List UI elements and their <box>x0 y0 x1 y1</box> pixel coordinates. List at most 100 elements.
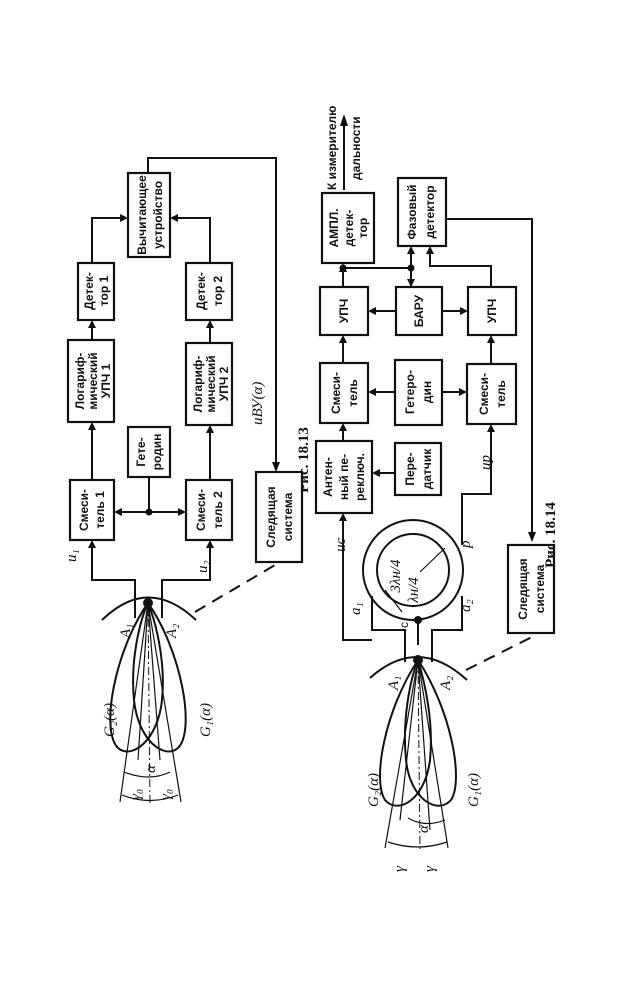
arrow-head <box>206 320 214 328</box>
antenna-switch-block: Антен- ный пе- реключ. <box>314 439 374 515</box>
logif1-label-3: УПЧ 1 <box>99 363 113 398</box>
tracking14-label-1: Следящая <box>516 558 530 619</box>
ring-inner <box>376 533 450 607</box>
wire <box>461 428 492 545</box>
a2-label: a₂ <box>458 599 474 612</box>
logif2-label-3: УПЧ 2 <box>217 366 231 401</box>
det1-label-1: Детек- <box>82 272 96 310</box>
edge-line <box>119 602 149 803</box>
lo14-label-2: дин <box>420 381 434 403</box>
arrow-head <box>120 214 128 222</box>
arrow-head <box>407 246 415 254</box>
figure-caption-14: Рис. 18.14 <box>543 502 559 568</box>
beam-line-14 <box>417 659 431 831</box>
subtractor-label-1: Вычитающее <box>135 175 149 255</box>
G1-label: G₁(α) <box>198 703 214 737</box>
tracking-label-2: система <box>281 492 295 541</box>
wire <box>174 217 211 263</box>
arrow-head <box>339 423 347 431</box>
tx-label-1: Пере- <box>403 452 417 485</box>
phase-detector-block: Фазовый детектор <box>396 176 448 248</box>
arrow-head <box>114 508 122 516</box>
mixer2-label-1: Смеси- <box>194 489 208 531</box>
arrow-head <box>368 388 376 396</box>
logif1-label-2: мический <box>86 352 100 409</box>
det2-label-1: Детек- <box>194 272 208 310</box>
gamma0-right-label: γ₀ <box>158 789 174 800</box>
arrow-head <box>88 540 96 548</box>
mixertop-label-1: Смеси- <box>329 372 343 414</box>
phasedet-label-1: Фазовый <box>405 184 419 239</box>
mixer-top-block: Смеси- тель <box>318 361 370 425</box>
arrow-head <box>88 422 96 430</box>
ampdet-label-2: детек- <box>342 210 356 247</box>
log-if-2-block: Логариф- мический УПЧ 2 <box>184 341 234 427</box>
junction-dot <box>339 264 347 272</box>
mechanical-link <box>465 636 533 671</box>
beam-line <box>147 602 161 761</box>
arrow-head <box>339 513 347 521</box>
ampdet-label-3: тор <box>356 218 370 238</box>
up-label: uр <box>478 455 494 471</box>
beam-line <box>137 602 149 761</box>
if-amp-bottom-block: УПЧ <box>466 285 518 337</box>
amplitude-detector-block: АМПЛ. детек- тор <box>320 191 376 265</box>
junction-dot <box>145 508 153 516</box>
logif1-label-1: Логариф- <box>73 353 87 410</box>
det2-label-2: тор 2 <box>211 275 225 306</box>
u-vu-label: uВУ(α) <box>250 382 266 425</box>
mixer2-label-2: тель 2 <box>211 491 225 529</box>
arrow-head <box>487 335 495 343</box>
phasedet-label-2: детектор <box>423 185 437 238</box>
alpha-label: α <box>143 764 159 773</box>
ampdet-label-1: АМПЛ. <box>327 208 341 247</box>
arrow-head <box>206 540 214 548</box>
edge-line <box>147 602 182 803</box>
antsw-label-3: реключ. <box>353 453 367 501</box>
u1-label: u₁ <box>64 549 80 562</box>
dim-arrow <box>419 547 446 573</box>
mixer-2-block: Смеси- тель 2 <box>184 478 234 542</box>
alpha-label-14: α <box>416 824 432 833</box>
arrow-head <box>459 388 467 396</box>
tracking-label-1: Следящая <box>264 486 278 547</box>
mixerbot-label-1: Смеси- <box>477 373 491 415</box>
u2-label: u₂ <box>195 560 211 573</box>
wire <box>431 596 463 662</box>
arrow-head <box>88 320 96 328</box>
feedback-line <box>147 157 277 470</box>
transmitter-block: Пере- датчик <box>393 441 443 497</box>
arrow-head <box>460 307 468 315</box>
tracking-system-block: Следящая система <box>254 470 304 564</box>
arrow-head <box>528 532 536 542</box>
arrow-head <box>178 508 186 516</box>
p-label: p <box>458 540 474 549</box>
reflector-arc <box>101 596 197 621</box>
tracking14-label-2: система <box>533 564 547 613</box>
agc-label: БАРУ <box>412 294 426 327</box>
to-range-label-1: К измерителю <box>325 106 339 190</box>
logif2-label-1: Логариф- <box>191 356 205 413</box>
figure-18-13: Вычитающее устройство Детек- тор 1 Детек… <box>64 157 312 806</box>
arrow-head <box>340 114 348 126</box>
mixerbot-label-2: тель <box>494 380 508 408</box>
lobe-G1 <box>132 601 187 753</box>
arrow-head <box>426 246 434 254</box>
if-top-label: УПЧ <box>337 299 351 324</box>
mixer-1-block: Смеси- тель 1 <box>68 478 116 542</box>
log-if-1-block: Логариф- мический УПЧ 1 <box>66 338 116 424</box>
antsw-label-2: ный пе- <box>337 454 351 500</box>
logif2-label-2: мический <box>204 355 218 412</box>
three-quarter-label: 3λн/4 <box>388 559 404 594</box>
wire <box>429 250 492 290</box>
mixer-bottom-block: Смеси- тель <box>465 362 518 426</box>
c-label: c <box>397 622 411 628</box>
arrow-head <box>272 462 280 472</box>
A2-label: A₂ <box>164 624 180 639</box>
detector-2-block: Детек- тор 2 <box>184 261 234 322</box>
edge-line-14 <box>384 659 419 849</box>
mixertop-label-2: тель <box>346 379 360 407</box>
local-oscillator-block: Гете- родин <box>126 425 172 479</box>
edge-line-14 <box>417 659 449 849</box>
